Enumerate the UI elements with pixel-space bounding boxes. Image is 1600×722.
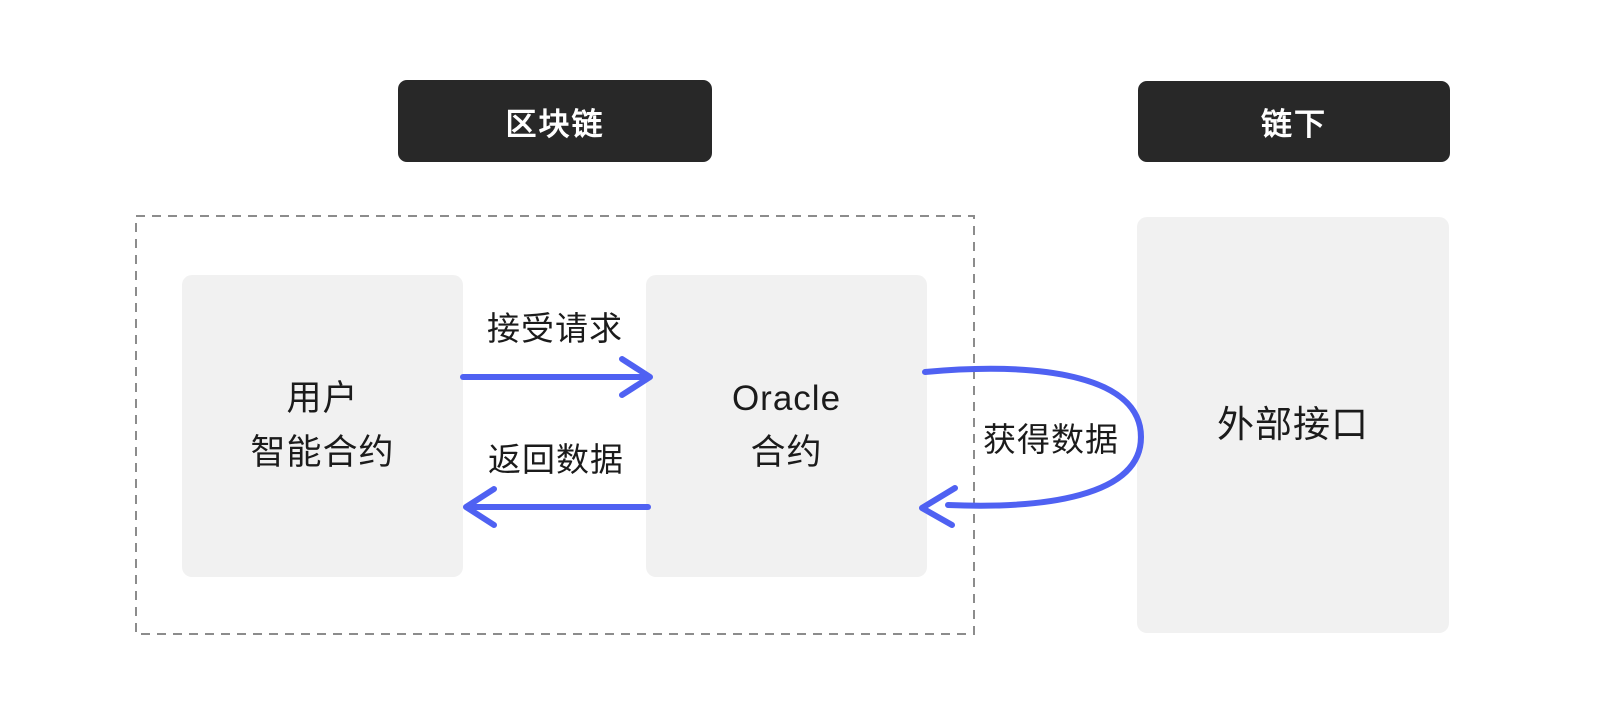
fetch-data-label: 获得数据 bbox=[983, 421, 1119, 458]
external-interface-node: 外部接口 bbox=[1137, 217, 1449, 633]
return-data-arrow bbox=[463, 486, 651, 528]
oracle-contract-label-line2: 合约 bbox=[750, 433, 823, 472]
oracle-contract-label: Oracle 合约 bbox=[732, 372, 841, 480]
oracle-contract-label-line1: Oracle bbox=[731, 379, 842, 418]
external-interface-label: 外部接口 bbox=[1217, 404, 1369, 445]
oracle-contract-node: Oracle 合约 bbox=[646, 275, 927, 577]
return-data-label: 返回数据 bbox=[488, 441, 624, 478]
user-smart-contract-node: 用户 智能合约 bbox=[182, 275, 463, 577]
user-smart-contract-label: 用户 智能合约 bbox=[250, 372, 394, 480]
user-contract-label-line1: 用户 bbox=[286, 379, 359, 418]
blockchain-zone-label: 区块链 bbox=[398, 80, 712, 162]
offchain-zone-label: 链下 bbox=[1138, 81, 1450, 162]
accept-request-label: 接受请求 bbox=[487, 310, 623, 347]
accept-request-arrow bbox=[460, 356, 653, 398]
user-contract-label-line2: 智能合约 bbox=[250, 433, 395, 472]
